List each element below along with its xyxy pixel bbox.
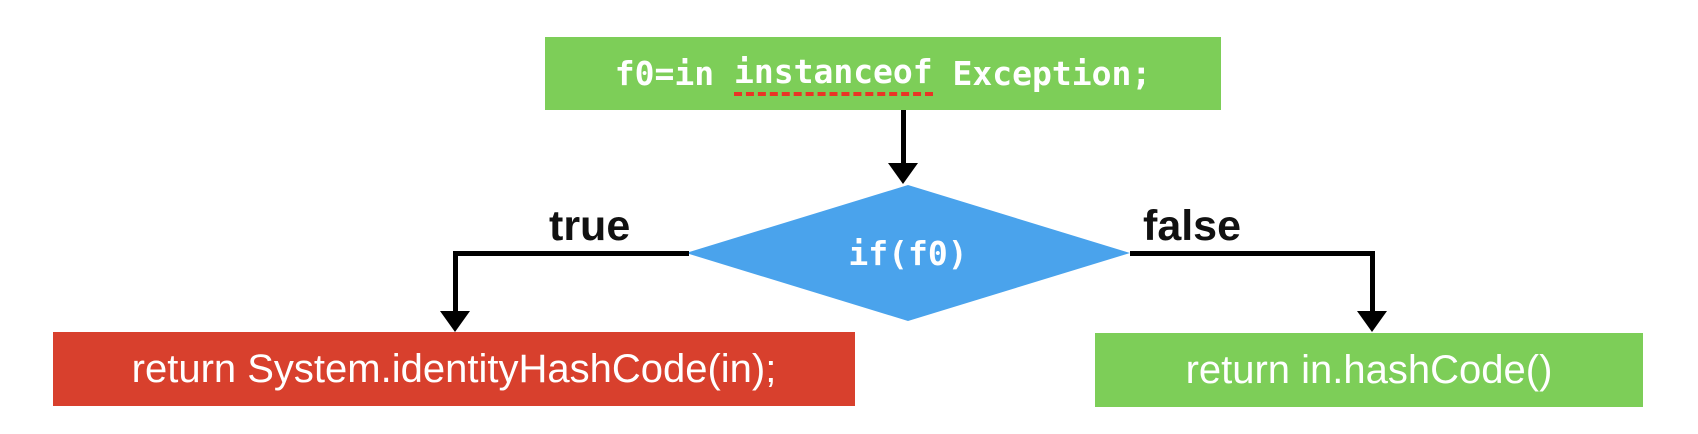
branch-label-false: false — [1143, 202, 1242, 250]
decision-node: if(f0) — [686, 185, 1130, 321]
edge-statement-to-decision — [901, 110, 906, 165]
arrowhead-decision-icon — [888, 163, 918, 184]
true-result-node: return System.identityHashCode(in); — [53, 332, 855, 406]
edge-false-horizontal — [1130, 251, 1375, 256]
arrowhead-true-icon — [440, 311, 470, 332]
arrowhead-false-icon — [1357, 311, 1387, 332]
edge-false-vertical — [1370, 251, 1375, 313]
edge-true-horizontal — [453, 251, 689, 256]
true-result-label: return System.identityHashCode(in); — [131, 346, 777, 391]
statement-node: f0=in instanceof Exception; — [545, 37, 1221, 110]
false-result-label: return in.hashCode() — [1185, 347, 1553, 392]
branch-label-true: true — [549, 202, 631, 250]
statement-code-post: Exception; — [932, 54, 1152, 93]
decision-label: if(f0) — [848, 233, 968, 273]
edge-true-vertical — [453, 251, 458, 313]
false-result-node: return in.hashCode() — [1095, 333, 1643, 407]
statement-code-pre: f0=in — [614, 54, 734, 93]
statement-code-keyword-underlined: instanceof — [733, 52, 933, 96]
